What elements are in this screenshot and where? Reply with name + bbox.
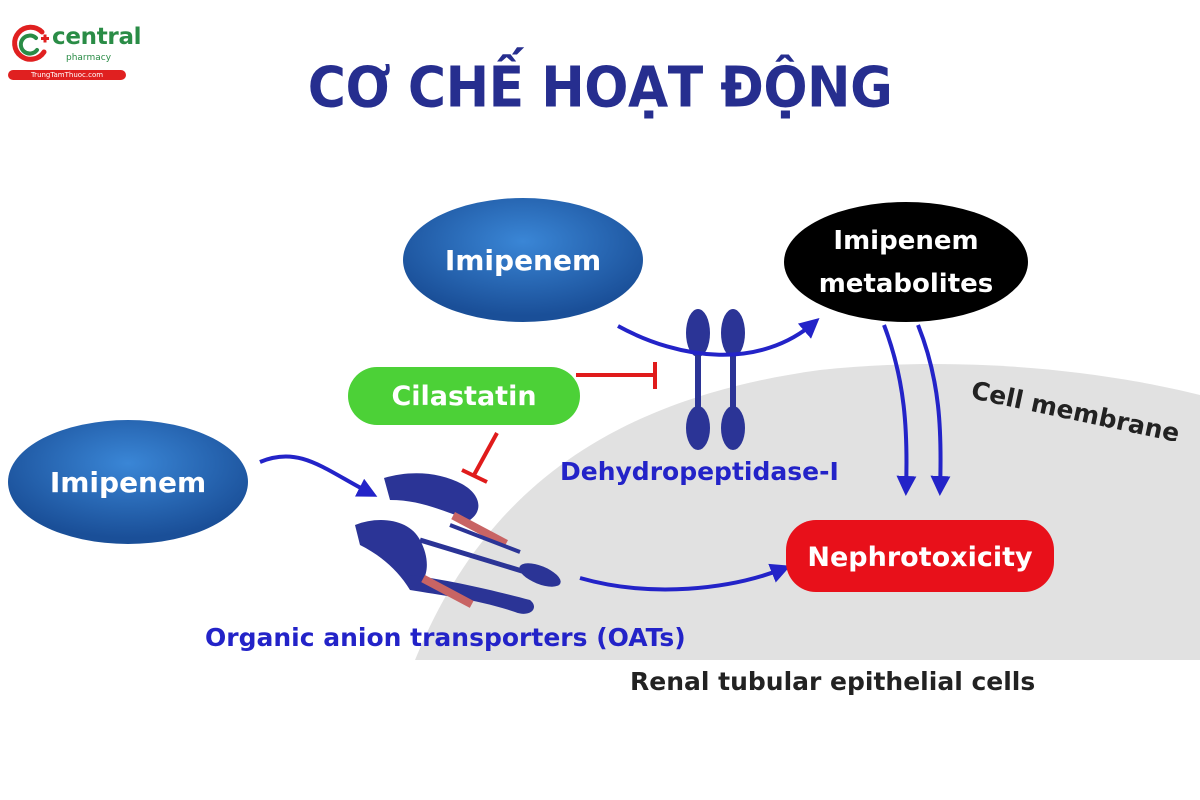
renal-cells-label: Renal tubular epithelial cells (630, 667, 1035, 696)
imipenem-top-label: Imipenem (445, 244, 601, 277)
metabolites-label-line2: metabolites (819, 269, 994, 299)
logo-brand-text: central (52, 24, 142, 50)
arrow-oats-to-nephrotoxicity (579, 563, 791, 592)
imipenem-top-node: Imipenem (403, 198, 643, 322)
page-title: CƠ CHẾ HOẠT ĐỘNG (307, 55, 893, 121)
imipenem-left-label: Imipenem (50, 466, 206, 499)
arrow-imipenem-to-metabolites (617, 318, 820, 357)
inhibit-oats (461, 432, 499, 484)
logo-sub-text: pharmacy (66, 53, 112, 63)
central-pharmacy-logo: central pharmacy TrungTamThuoc.com (8, 22, 142, 82)
dehydropeptidase-enzyme (686, 309, 745, 450)
arrow-metabolites-to-nephrotoxicity-1 (882, 324, 917, 496)
arrow-imipenem-to-oats (259, 454, 378, 497)
nephrotoxicity-node: Nephrotoxicity (786, 520, 1054, 592)
oat-transporters (355, 473, 561, 614)
cilastatin-node: Cilastatin (348, 367, 580, 425)
logo-mark-icon (12, 24, 49, 62)
metabolites-label-line1: Imipenem (833, 226, 978, 256)
oats-label: Organic anion transporters (OATs) (205, 623, 686, 652)
imipenem-left-node: Imipenem (8, 420, 248, 544)
dehydropeptidase-label: Dehydropeptidase-I (560, 457, 839, 486)
metabolites-node: Imipenem metabolites (784, 202, 1028, 322)
inhibit-dehydropeptidase (576, 362, 657, 389)
arrow-metabolites-to-nephrotoxicity-2 (916, 324, 951, 496)
cilastatin-label: Cilastatin (391, 381, 536, 412)
logo-site-text: TrungTamThuoc.com (8, 70, 126, 80)
nephrotoxicity-label: Nephrotoxicity (807, 542, 1033, 573)
